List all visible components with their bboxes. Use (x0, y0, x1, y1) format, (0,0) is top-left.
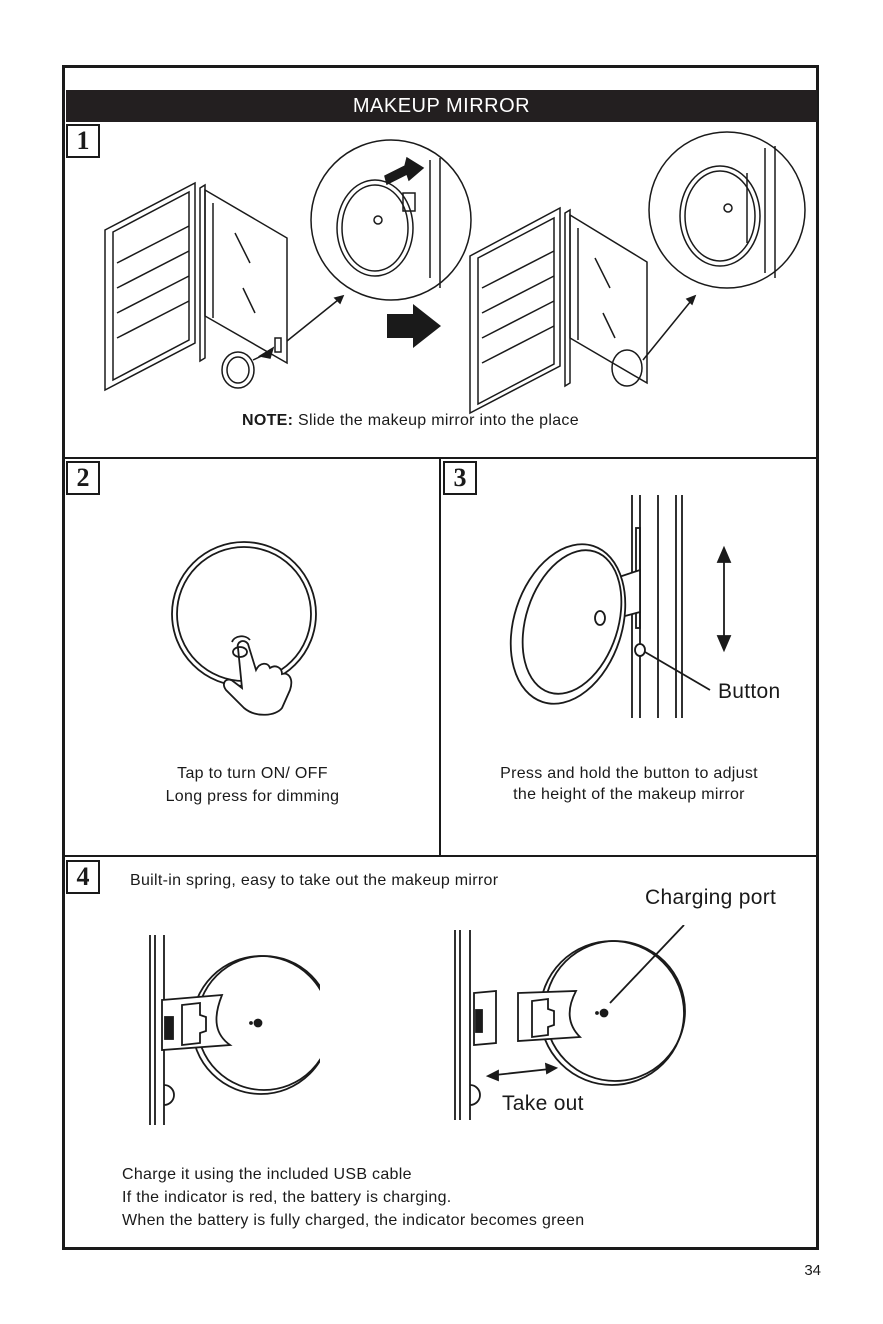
height-button-icon (634, 643, 646, 657)
zoom-line-right (642, 295, 696, 361)
section-title: MAKEUP MIRROR (66, 90, 817, 122)
step-1-note: NOTE: Slide the makeup mirror into the p… (242, 412, 579, 430)
step-3-caption-line2: the height of the makeup mirror (513, 786, 745, 803)
divider-step2-3 (439, 457, 441, 856)
page-frame (62, 65, 819, 1250)
cabinet-right-drawing (469, 206, 648, 415)
hand-tap-icon (222, 635, 293, 716)
take-out-arrow-icon (485, 1062, 559, 1082)
take-out-callout: Take out (502, 1092, 584, 1115)
step-4-heading: Built-in spring, easy to take out the ma… (130, 872, 499, 889)
step-3-caption-line1: Press and hold the button to adjust (500, 765, 758, 782)
divider-step1 (64, 457, 818, 459)
note-label: NOTE: (242, 412, 294, 429)
zoom-line-left (286, 295, 344, 342)
cabinet-left-drawing (104, 181, 288, 392)
charging-port-pointer (609, 925, 685, 1004)
step-3-number: 3 (443, 461, 477, 495)
step-4-number: 4 (66, 860, 100, 894)
charging-port-callout: Charging port (645, 886, 777, 909)
step-1-number: 1 (66, 124, 100, 158)
note-text: Slide the makeup mirror into the place (298, 412, 579, 429)
next-step-arrow (387, 304, 441, 348)
step-4-illustration-right (454, 925, 686, 1120)
step-2-caption-line1: Tap to turn ON/ OFF (177, 765, 328, 782)
zoom-detail-left (310, 139, 472, 301)
zoom-detail-right (648, 131, 806, 289)
button-callout: Button (718, 680, 781, 703)
step-2-caption-line2: Long press for dimming (165, 788, 340, 805)
makeup-mirror-small-left (221, 346, 275, 389)
step-1-illustration (104, 131, 806, 415)
step-4-text-line2: If the indicator is red, the battery is … (122, 1189, 452, 1206)
step-4-illustration-left (149, 935, 320, 1125)
up-down-arrow-icon (716, 545, 732, 653)
step-4-text-line1: Charge it using the included USB cable (122, 1166, 412, 1183)
step-3-illustration (509, 495, 732, 718)
page-number: 34 (804, 1262, 821, 1279)
step-2-number: 2 (66, 461, 100, 495)
step-4-text-line3: When the battery is fully charged, the i… (122, 1212, 585, 1229)
step-2-illustration (171, 541, 317, 716)
divider-step4 (64, 855, 818, 857)
